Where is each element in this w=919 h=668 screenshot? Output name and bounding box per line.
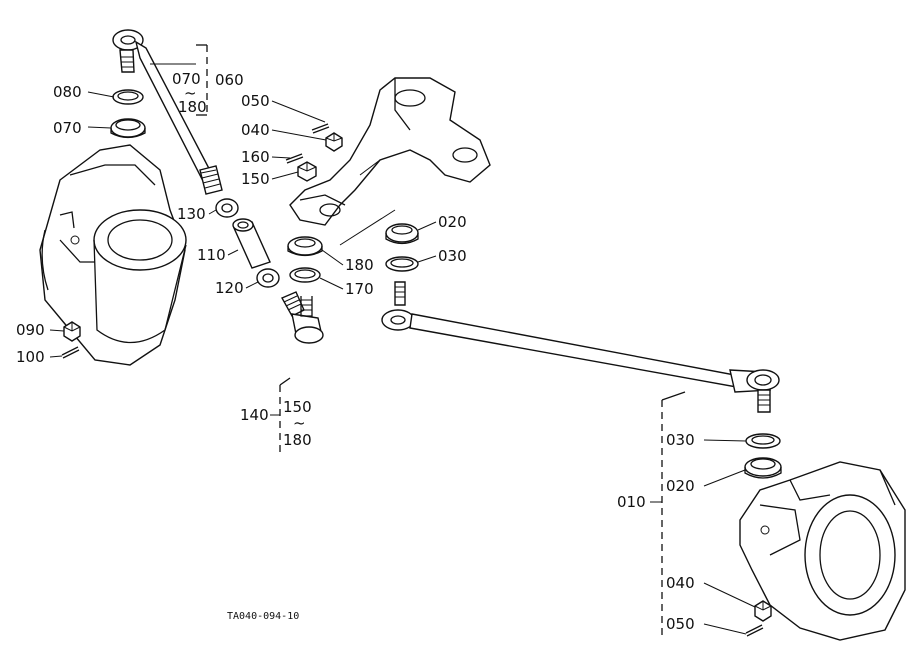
left-knuckle-housing (39, 144, 187, 366)
label-130: 130 (177, 205, 206, 223)
label-tilde-140: ~ (293, 414, 306, 432)
label-110: 110 (197, 246, 226, 264)
nut-130 (215, 198, 239, 218)
label-150-group: 150 (283, 398, 312, 416)
group-bracket-010 (650, 391, 686, 640)
nut-090 (63, 321, 81, 342)
label-030-top: 030 (438, 247, 467, 265)
label-040-right: 040 (666, 574, 695, 592)
bracket-knuckle-arm (339, 209, 396, 246)
label-080: 080 (53, 83, 82, 101)
seal-180-mid (287, 236, 323, 257)
label-020-right: 020 (666, 477, 695, 495)
cotter-pin-050-right (745, 624, 764, 637)
main-tie-rod-010 (381, 223, 780, 413)
nut-040-right (754, 600, 772, 622)
figure-caption: TA040-094-10 (227, 611, 299, 622)
label-100: 100 (16, 348, 45, 366)
label-120: 120 (215, 279, 244, 297)
right-knuckle-housing (739, 461, 906, 641)
ring-170 (289, 267, 321, 283)
tie-rod-end-140 (281, 291, 324, 344)
group-bracket-140 (270, 377, 291, 455)
label-tilde-060: ~ (184, 84, 197, 102)
cotter-pin-100 (61, 346, 80, 359)
part-labels: 060 070 ~ 180 080 070 050 040 160 150 13… (16, 70, 695, 633)
group-bracket-060 (150, 44, 208, 116)
label-180-group-140: 180 (283, 431, 312, 449)
label-040-top: 040 (241, 121, 270, 139)
knuckle-arm (289, 77, 491, 226)
cotter-pin-050-top (311, 123, 330, 134)
label-140: 140 (240, 406, 269, 424)
label-160: 160 (241, 148, 270, 166)
cotter-pin-160 (285, 153, 304, 164)
label-050-top: 050 (241, 92, 270, 110)
ring-030-right (745, 433, 781, 449)
nut-040-top (325, 132, 343, 152)
label-060: 060 (215, 71, 244, 89)
ring-080 (112, 89, 144, 105)
label-030-right: 030 (666, 431, 695, 449)
label-180-group: 180 (178, 98, 207, 116)
seal-020-right (744, 457, 782, 479)
label-070-group: 070 (172, 70, 201, 88)
label-050-right: 050 (666, 615, 695, 633)
label-010: 010 (617, 493, 646, 511)
seal-070 (110, 118, 146, 139)
leader-lines (49, 91, 756, 635)
label-020-top: 020 (438, 213, 467, 231)
nut-150-top (297, 161, 317, 182)
sleeve-110 (232, 218, 271, 269)
label-170: 170 (345, 280, 374, 298)
label-070: 070 (53, 119, 82, 137)
label-150-top: 150 (241, 170, 270, 188)
nut-120 (256, 268, 280, 288)
upper-tie-rod-060 (112, 29, 223, 195)
label-090: 090 (16, 321, 45, 339)
label-180-mid: 180 (345, 256, 374, 274)
